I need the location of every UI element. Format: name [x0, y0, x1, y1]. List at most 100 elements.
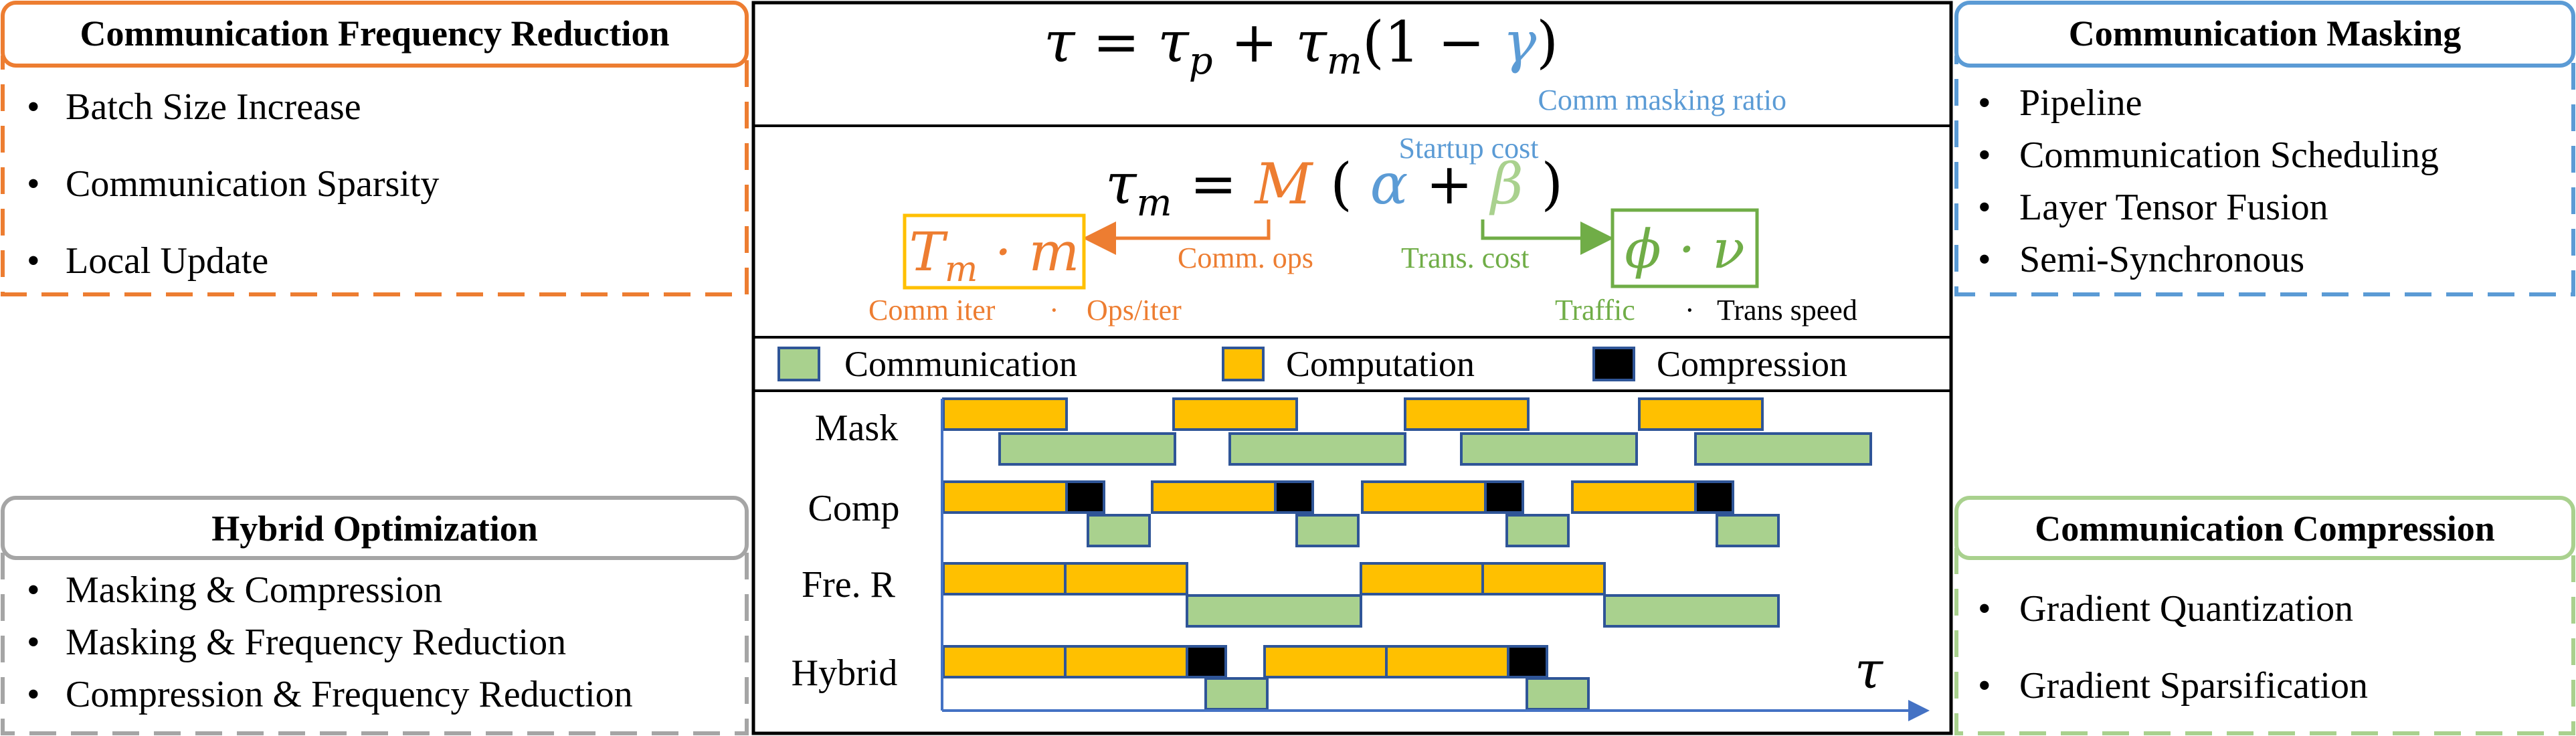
- trans-cost-box: [1611, 208, 1759, 288]
- list-item: Gradient Sparsification: [2019, 665, 2368, 707]
- m-symbol: M: [1253, 151, 1313, 217]
- communication-block: [1505, 514, 1570, 547]
- computation-block: [1151, 480, 1277, 514]
- list-item: Compression & Frequency Reduction: [66, 674, 633, 715]
- math-symbol: T: [909, 221, 949, 283]
- center-panel: τ = τp + τm(1 − γ) Comm masking ratio St…: [751, 1, 1953, 735]
- panel-masking-title: Communication Masking: [2069, 13, 2462, 54]
- computation-block: [942, 645, 1067, 678]
- computation-block: [1638, 397, 1764, 431]
- comm-ops-label: Comm. ops: [1178, 242, 1313, 274]
- legend-compression-label: Compression: [1657, 344, 1847, 384]
- computation-block: [1481, 562, 1606, 595]
- trans-speed-label: Trans speed: [1717, 294, 1857, 327]
- compression-block: [1484, 480, 1524, 514]
- communication-block: [1228, 432, 1406, 466]
- equation-comm-time: τm = M ( α + β ): [1105, 151, 1563, 225]
- compression-block: [1274, 480, 1314, 514]
- math-operator: +: [1408, 151, 1491, 217]
- bullet-icon: •: [27, 674, 40, 715]
- beta-symbol: β: [1489, 151, 1524, 217]
- communication-block: [1694, 432, 1872, 466]
- panel-masking-header: [1954, 1, 2575, 68]
- math-subscript: m: [1136, 181, 1172, 225]
- list-item: Layer Tensor Fusion: [2019, 187, 2328, 228]
- math-operator: =: [1172, 151, 1255, 217]
- communication-block: [1087, 514, 1151, 547]
- computation-block: [1064, 562, 1188, 595]
- trans-cost-formula: ϕ · ν: [1625, 218, 1744, 280]
- bullet-icon: •: [27, 86, 40, 128]
- math-operator: (: [1312, 151, 1370, 217]
- math-subscript: m: [1327, 39, 1362, 83]
- legend-communication-label: Communication: [844, 344, 1077, 384]
- list-item: Semi-Synchronous: [2019, 239, 2304, 280]
- panel-hybrid-border: [1, 548, 749, 735]
- communication-block: [1295, 514, 1360, 547]
- communication-block: [1186, 594, 1362, 628]
- arrow-trans-cost: [1481, 219, 1614, 255]
- panel-frequency-reduction-header: [1, 1, 749, 68]
- comm-iter-label: Comm iter: [868, 294, 996, 327]
- panel-frequency-reduction-title: Communication Frequency Reduction: [80, 13, 669, 54]
- row-label-comp: Comp: [808, 488, 900, 529]
- bullet-icon: •: [1978, 82, 1991, 124]
- dot-separator: ·: [1049, 294, 1059, 327]
- computation-block: [1361, 480, 1487, 514]
- time-axis-label: τ: [1855, 640, 1884, 700]
- computation-block: [1360, 562, 1484, 595]
- compression-block: [1186, 645, 1227, 678]
- list-item: Pipeline: [2019, 82, 2142, 124]
- computation-block: [1064, 645, 1188, 678]
- bullet-icon: •: [27, 569, 40, 611]
- computation-block: [1571, 480, 1697, 514]
- gamma-symbol: γ: [1503, 9, 1537, 75]
- legend-computation-swatch: [1222, 347, 1265, 381]
- startup-cost-label: Startup cost: [1399, 132, 1539, 165]
- communication-block: [1204, 677, 1269, 711]
- panel-compression-header: [1954, 496, 2575, 560]
- math-operator: +: [1213, 9, 1296, 75]
- compression-block: [1694, 480, 1734, 514]
- bullet-icon: •: [1978, 134, 1991, 176]
- row-label-hybrid: Hybrid: [792, 652, 898, 694]
- communication-block: [998, 432, 1176, 466]
- math-symbol: τ: [1105, 151, 1137, 217]
- panel-compression-title: Communication Compression: [2035, 509, 2495, 549]
- computation-block: [1404, 397, 1530, 431]
- legend-computation-label: Computation: [1286, 344, 1475, 384]
- math-operator: ): [1536, 9, 1558, 75]
- panel-masking: Communication Masking • Pipeline • Commu…: [1954, 1, 2575, 296]
- list-item: Communication Sparsity: [66, 163, 439, 205]
- list-item: Masking & Frequency Reduction: [66, 622, 566, 663]
- alpha-symbol: α: [1370, 151, 1408, 217]
- list-item: Batch Size Increase: [66, 86, 361, 128]
- math-subscript: p: [1189, 39, 1213, 83]
- communication-block: [1460, 432, 1638, 466]
- computation-block: [942, 562, 1067, 595]
- equation-total-time: τ = τp + τm(1 − γ): [1044, 9, 1558, 83]
- math-operator: =: [1075, 9, 1158, 75]
- bullet-icon: •: [1978, 187, 1991, 228]
- bullet-icon: •: [1978, 665, 1991, 707]
- trans-cost-label: Trans. cost: [1401, 242, 1530, 274]
- compression-block: [1065, 480, 1105, 514]
- math-operator: (1 −: [1362, 9, 1503, 75]
- math-symbol: · m: [978, 221, 1079, 283]
- comm-ops-box: [903, 213, 1086, 290]
- traffic-label: Traffic: [1555, 294, 1635, 327]
- communication-block: [1603, 594, 1780, 628]
- legend-communication-swatch: [777, 347, 820, 381]
- compression-block: [1507, 645, 1548, 678]
- computation-block: [1263, 645, 1388, 678]
- comm-ops-formula: Tm · m: [909, 221, 1080, 290]
- computation-block: [1385, 645, 1509, 678]
- panel-frequency-reduction-border: [1, 56, 749, 296]
- math-symbol: τ: [1295, 9, 1327, 75]
- panel-hybrid: Hybrid Optimization • Masking & Compress…: [1, 496, 749, 735]
- math-subscript: m: [945, 250, 978, 290]
- panel-compression: Communication Compression • Gradient Qua…: [1954, 496, 2575, 735]
- list-item: Communication Scheduling: [2019, 134, 2439, 176]
- bullet-icon: •: [27, 622, 40, 663]
- arrow-comm-ops: [1083, 219, 1271, 255]
